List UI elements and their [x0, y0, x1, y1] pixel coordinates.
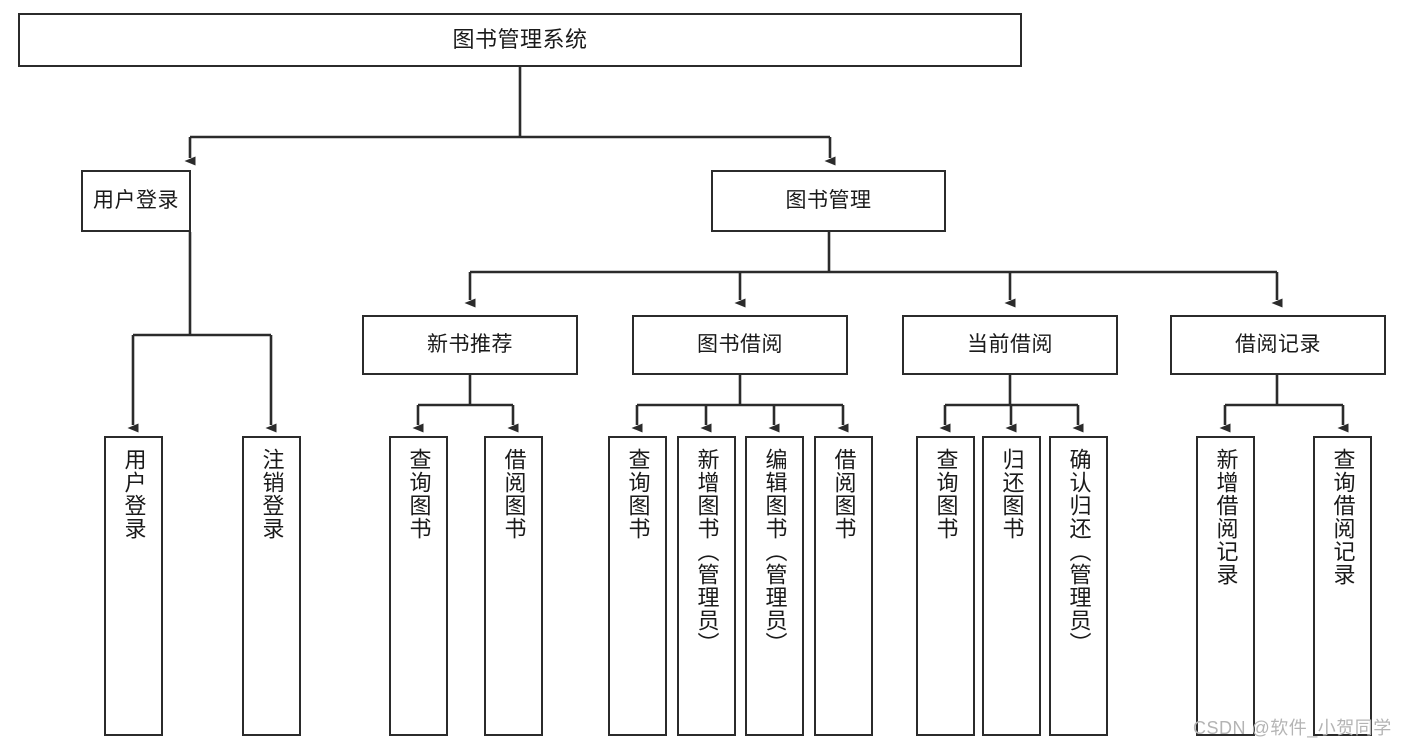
node-book-manage[interactable]: 图书管理 [711, 170, 946, 232]
node-book-borrow[interactable]: 图书借阅 [632, 315, 848, 375]
leaf-add-record[interactable]: 新增借阅记录 [1196, 436, 1255, 736]
leaf-logout[interactable]: 注销登录 [242, 436, 301, 736]
node-label: 查询图书 [406, 448, 432, 540]
node-label: 用户登录 [93, 188, 179, 212]
node-label: 借阅记录 [1235, 332, 1321, 356]
node-label: 图书借阅 [697, 332, 783, 356]
node-new-book-recommend[interactable]: 新书推荐 [362, 315, 578, 375]
node-label: 新增图书（管理员） [694, 448, 720, 655]
node-label: 用户登录 [121, 448, 147, 540]
leaf-confirm-return[interactable]: 确认归还（管理员） [1049, 436, 1108, 736]
leaf-query-book-2[interactable]: 查询图书 [608, 436, 667, 736]
leaf-borrow-book-1[interactable]: 借阅图书 [484, 436, 543, 736]
node-label: 查询图书 [625, 448, 651, 540]
node-label: 借阅图书 [831, 448, 857, 540]
node-label: 注销登录 [259, 448, 285, 540]
node-label: 编辑图书（管理员） [762, 448, 788, 655]
leaf-query-record[interactable]: 查询借阅记录 [1313, 436, 1372, 736]
node-borrow-record[interactable]: 借阅记录 [1170, 315, 1386, 375]
node-label: 新书推荐 [427, 332, 513, 356]
leaf-add-book[interactable]: 新增图书（管理员） [677, 436, 736, 736]
node-user-login[interactable]: 用户登录 [81, 170, 191, 232]
node-book-management-system[interactable]: 图书管理系统 [18, 13, 1022, 67]
node-label: 归还图书 [999, 448, 1025, 540]
leaf-return-book[interactable]: 归还图书 [982, 436, 1041, 736]
node-label: 图书管理 [785, 188, 872, 212]
node-label: 借阅图书 [501, 448, 527, 540]
node-label: 确认归还（管理员） [1066, 448, 1092, 655]
node-label: 查询借阅记录 [1330, 448, 1356, 586]
node-label: 新增借阅记录 [1213, 448, 1239, 586]
leaf-query-book-1[interactable]: 查询图书 [389, 436, 448, 736]
leaf-user-login[interactable]: 用户登录 [104, 436, 163, 736]
node-label: 图书管理系统 [452, 26, 588, 52]
node-label: 当前借阅 [967, 332, 1053, 356]
node-current-borrow[interactable]: 当前借阅 [902, 315, 1118, 375]
leaf-borrow-book-2[interactable]: 借阅图书 [814, 436, 873, 736]
leaf-edit-book[interactable]: 编辑图书（管理员） [745, 436, 804, 736]
node-label: 查询图书 [933, 448, 959, 540]
leaf-query-book-3[interactable]: 查询图书 [916, 436, 975, 736]
csdn-watermark: CSDN @软件_小贺同学 [1193, 718, 1392, 738]
